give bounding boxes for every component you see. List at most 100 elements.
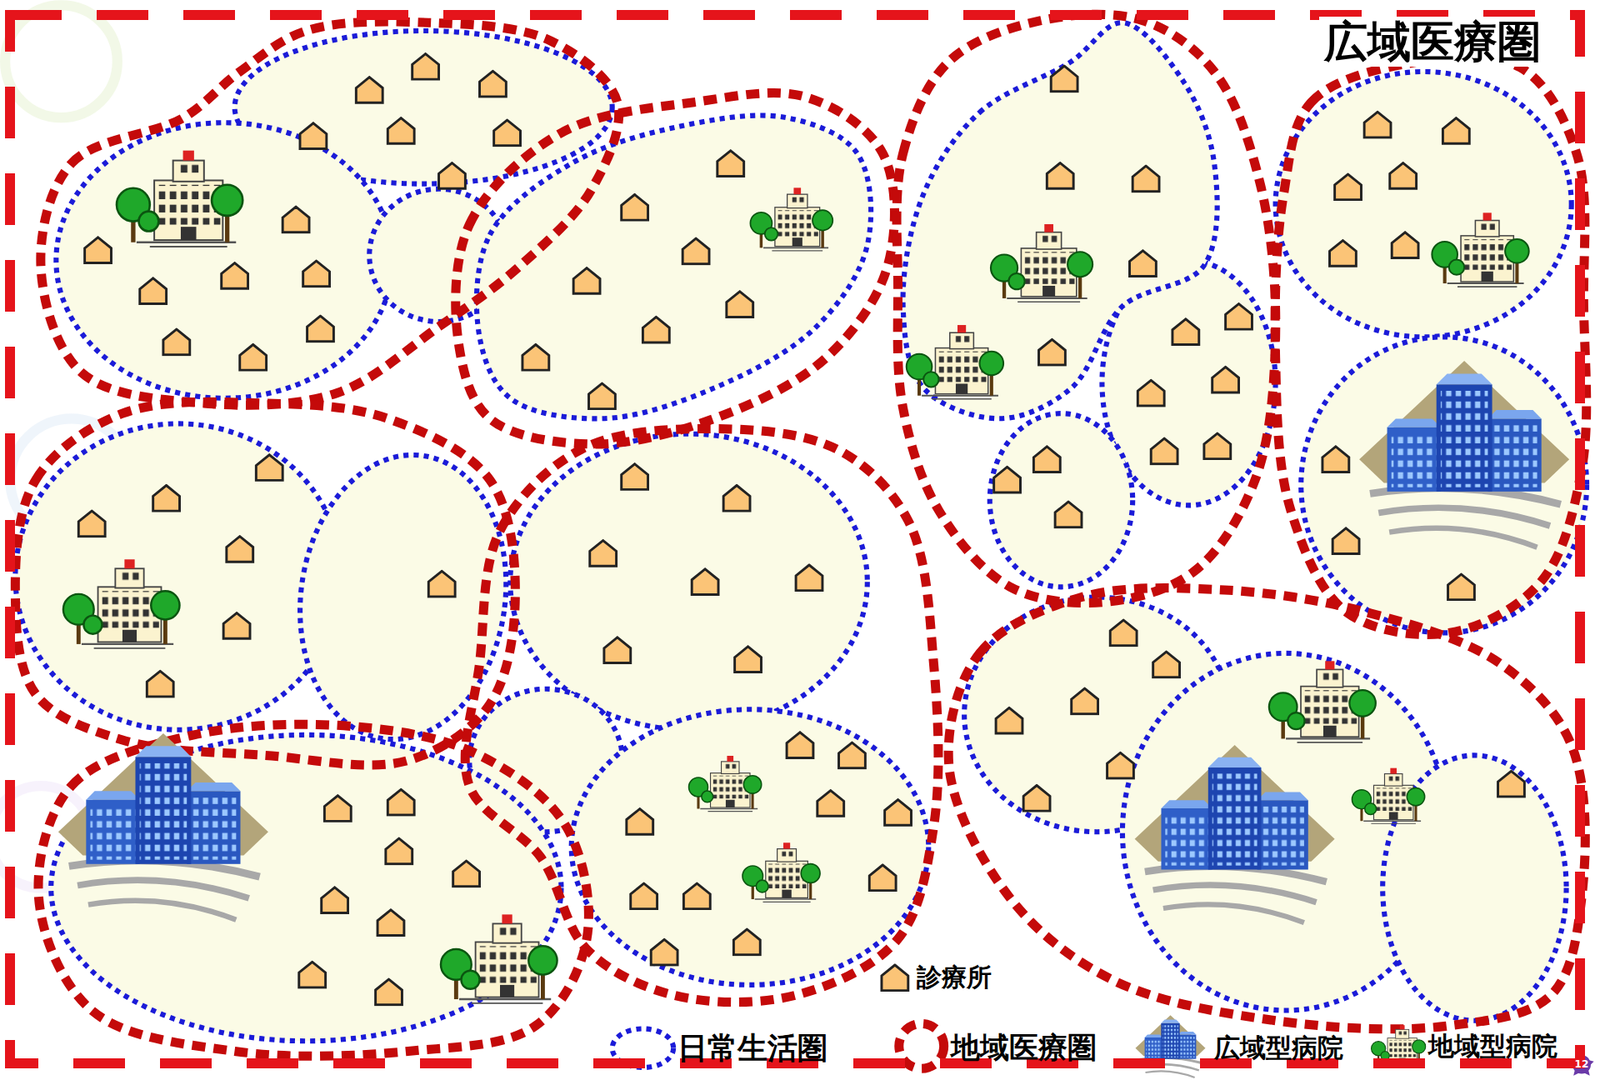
legend-text: 日常生活圏: [677, 1033, 828, 1064]
clinic-icon: [1204, 433, 1231, 460]
page-badge: [1569, 1050, 1594, 1075]
legend-text: 地域医療圏: [950, 1033, 1097, 1063]
clinic-icon: [307, 315, 335, 342]
legend-wide-hospital-swatch: [1135, 1015, 1205, 1078]
local-hospital-icon: [1431, 212, 1529, 287]
clinic-icon: [994, 466, 1021, 493]
clinic-icon: [1335, 174, 1362, 200]
clinic-icon: [146, 670, 174, 697]
clinic-icon: [1364, 111, 1391, 138]
clinic-icon: [786, 732, 814, 759]
clinic-icon: [642, 316, 670, 343]
clinic-icon: [163, 329, 190, 355]
daily-life-area: [571, 709, 930, 985]
clinic-icon: [1498, 770, 1525, 797]
clinic-icon: [1391, 232, 1419, 259]
clinic-icon: [1442, 118, 1470, 145]
daily-life-area: [1275, 71, 1572, 337]
clinic-icon: [223, 613, 250, 640]
clinic-icon: [817, 790, 845, 817]
legend-daily-area-swatch: [612, 1029, 674, 1069]
clinic-icon: [1448, 574, 1475, 600]
clinic-icon: [221, 263, 249, 290]
clinic-icon: [1130, 250, 1157, 277]
clinic-icon: [604, 637, 631, 664]
clinic-icon: [573, 268, 600, 295]
clinic-icon: [589, 383, 616, 410]
clinic-icon: [1137, 380, 1165, 406]
legend-text: 診療所: [916, 965, 992, 990]
legend-text: 地域型病院: [1428, 1033, 1558, 1060]
local-hospital-icon: [1351, 768, 1425, 825]
clinic-icon: [1390, 163, 1417, 190]
clinic-icon: [387, 118, 415, 145]
clinic-icon: [683, 883, 710, 910]
wide-hospital-icon: [1359, 360, 1570, 548]
daily-life-area: [15, 423, 342, 730]
clinic-icon: [691, 569, 719, 595]
daily-life-area: [903, 22, 1218, 419]
clinic-icon: [1050, 65, 1078, 92]
clinic-icon: [226, 536, 254, 563]
clinic-icon: [1330, 240, 1357, 267]
local-hospital-icon: [990, 224, 1093, 302]
clinic-icon: [1332, 528, 1360, 555]
local-hospital-icon: [750, 187, 833, 250]
clinic-icon: [630, 883, 658, 910]
clinic-icon: [377, 910, 405, 936]
clinic-icon: [650, 939, 678, 965]
clinic-icon: [300, 123, 327, 150]
clinic-icon: [428, 570, 455, 597]
area-title: 広域医療圏: [1319, 16, 1546, 67]
clinic-icon: [626, 809, 654, 835]
legend-text: 広域型病院: [1214, 1035, 1344, 1061]
clinic-icon: [140, 278, 167, 305]
clinic-icon: [1212, 366, 1240, 393]
local-hospital-icon: [742, 842, 820, 902]
local-hospital-icon: [116, 150, 243, 247]
daily-life-area: [476, 115, 871, 420]
clinic-icon: [1023, 785, 1050, 811]
clinic-icon: [1107, 752, 1135, 779]
local-hospital-icon: [440, 914, 558, 1004]
clinic-icon: [885, 800, 912, 826]
clinic-icon: [733, 929, 760, 955]
clinic-icon: [621, 464, 649, 490]
clinic-icon: [1039, 339, 1066, 365]
clinic-icon: [439, 163, 466, 190]
clinic-icon: [240, 345, 267, 371]
clinic-icon: [387, 789, 415, 815]
clinic-icon: [355, 77, 383, 104]
wide-area-dashed-border: [10, 15, 1580, 1064]
clinic-icon: [869, 865, 896, 891]
clinic-icon: [255, 455, 283, 481]
clinic-icon: [1033, 446, 1060, 473]
regional-medical-area: [40, 21, 620, 405]
clinic-icon: [480, 70, 507, 97]
regional-medical-area: [1275, 57, 1587, 635]
legend-clinic-swatch: [881, 965, 909, 991]
clinic-icon: [375, 979, 403, 1005]
clinic-icon: [385, 838, 413, 865]
clinic-icon: [453, 860, 480, 887]
legend-regional-area-swatch: [899, 1023, 945, 1069]
clinic-icon: [1225, 304, 1253, 330]
clinic-icon: [1132, 165, 1160, 192]
clinic-icon: [321, 887, 349, 914]
clinic-icon: [1153, 651, 1180, 678]
clinic-icon: [621, 195, 649, 221]
daily-life-area: [510, 434, 868, 730]
clinic-icon: [735, 646, 762, 673]
regional-medical-area: [15, 401, 515, 765]
clinic-icon: [1110, 620, 1137, 646]
wide-hospital-icon: [58, 733, 269, 920]
clinic-icon: [412, 54, 440, 80]
legend-local-hospital-swatch: [1371, 1025, 1426, 1067]
wide-area-border: [5, 10, 1585, 1069]
clinic-icon: [85, 237, 112, 264]
page-number: 12: [1575, 1059, 1590, 1070]
clinic-icon: [590, 540, 617, 567]
clinic-icon: [717, 150, 745, 177]
clinic-icon: [995, 707, 1023, 734]
